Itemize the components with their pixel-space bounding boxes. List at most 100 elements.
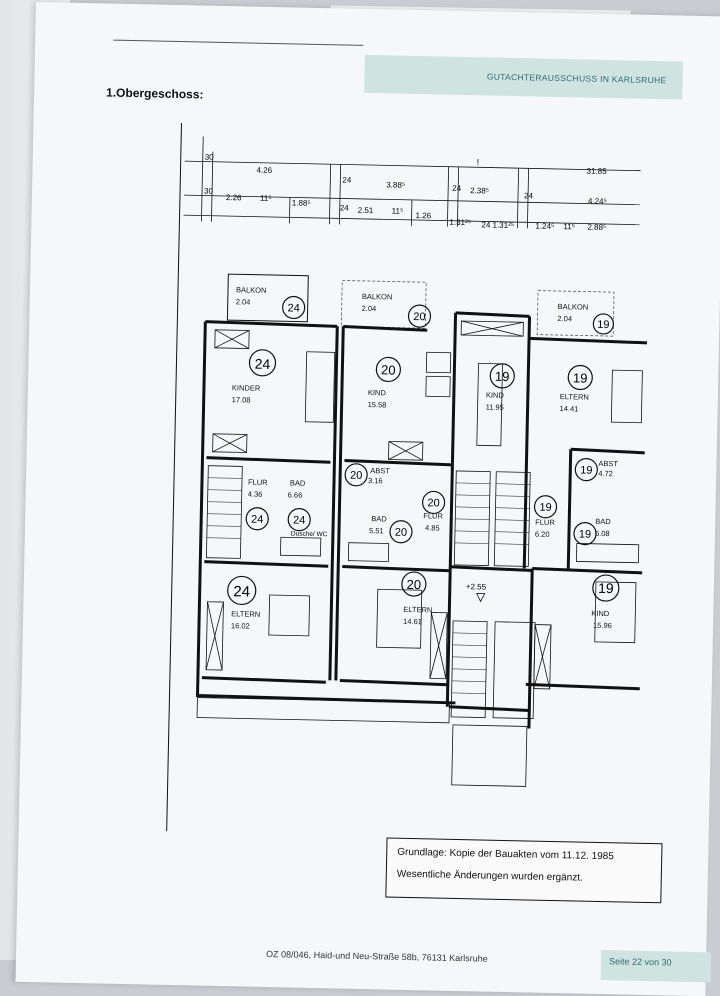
dim-r2-p: 11⁵ [563, 222, 575, 231]
dim-r2-g: 11⁵ [392, 206, 404, 215]
unit-number: 19 [579, 528, 591, 540]
unit-number: 20 [350, 470, 362, 482]
dim-r2-l: 4.24⁵ [588, 197, 607, 206]
plan-frame-left [166, 123, 182, 831]
room-name: ELTERN [231, 609, 260, 619]
dim-r2-h: 1.26 [416, 211, 432, 220]
room-area: 4.85 [425, 523, 440, 532]
room-name: ABST [370, 466, 390, 475]
window-markers [205, 320, 552, 690]
dim-r2-j: 2.38⁵ [470, 186, 489, 195]
dim-r2-o: 1.24⁵ [535, 222, 554, 231]
room-area: 4.72 [598, 469, 613, 478]
dim-r2-c: 11⁵ [260, 194, 272, 203]
page-number-tab: Seite 22 von 30 [600, 950, 712, 983]
room-name: KIND [486, 391, 505, 400]
unit-number: 20 [413, 311, 425, 323]
room-area: 17.08 [232, 395, 251, 404]
room-name: BAD [595, 517, 611, 526]
note-line-1: Grundlage: Kopie der Bauakten vom 11.12.… [397, 846, 614, 863]
header-banner: GUTACHTERAUSSCHUSS IN KARLSRUHE [364, 54, 683, 100]
unit-number: 24 [255, 356, 271, 372]
room-area: 2.04 [557, 314, 572, 323]
stair-arrow-icon [476, 592, 486, 603]
header-rule [113, 39, 364, 46]
document-page: GUTACHTERAUSSCHUSS IN KARLSRUHE 1.Oberge… [15, 2, 720, 996]
unit-number: 24 [293, 514, 305, 526]
room-area: 2.04 [236, 297, 251, 306]
dim-r1-c: 24 [342, 175, 352, 184]
dim-r2-b: 2.26 [226, 193, 242, 202]
room-name: BALKON [236, 285, 267, 295]
unit-number: 20 [427, 497, 439, 509]
dim-r2-i: 24 [452, 184, 462, 193]
room-name: FLUR [248, 478, 268, 487]
dim-r2-m: 1.31²⁵ [449, 218, 471, 227]
room-name: KIND [368, 388, 387, 397]
room-area: 3.16 [368, 476, 383, 485]
unit-number: 19 [495, 369, 510, 384]
room-area: 6.66 [288, 490, 303, 499]
room-name: FLUR [423, 511, 443, 520]
page-number: Seite 22 von 30 [608, 956, 672, 968]
room-area: 5.51 [369, 526, 384, 535]
dim-r2-e: 24 [340, 203, 350, 212]
dim-r1-f: 31.85 [586, 167, 607, 176]
dusche-wc-label: Dusche/ WC [291, 530, 328, 538]
room-area: 15.58 [368, 400, 387, 409]
dim-r2-q: 2.88⁵ [587, 223, 606, 232]
room-area: 14.41 [560, 404, 579, 413]
stair-treads [206, 477, 531, 694]
room-name: BALKON [362, 292, 393, 302]
room-area: 14.61 [403, 617, 422, 626]
room-area: 6.08 [595, 529, 610, 538]
room-name: ELTERN [403, 605, 432, 615]
dim-r2-k: 24 [524, 191, 534, 200]
unit-number: 20 [395, 527, 407, 539]
dim-r2-f: 2.51 [358, 206, 374, 215]
source-note: Grundlage: Kopie der Bauakten vom 11.12.… [385, 837, 663, 904]
unit-number: 19 [539, 502, 551, 514]
room-area: 4.36 [248, 490, 263, 499]
unit-number: 19 [573, 370, 588, 385]
room-area: 2.04 [362, 304, 377, 313]
unit-badges: 24 20 19 24 20 19 19 20 19 24 24 20 20 1… [227, 295, 620, 606]
unit-number: 20 [406, 577, 421, 592]
room-name: BAD [371, 514, 387, 523]
room-name: BALKON [558, 302, 589, 312]
room-area: 11.95 [486, 403, 504, 412]
unit-number: 24 [287, 302, 299, 314]
header-org-name: GUTACHTERAUSSCHUSS IN KARLSRUHE [486, 71, 667, 86]
unit-number: 20 [381, 362, 396, 377]
dim-r2-d: 1.88⁵ [292, 198, 311, 207]
stair-level: +2.55 [466, 582, 487, 591]
unit-number: 24 [251, 514, 263, 526]
balcony-24 [226, 273, 309, 323]
room-area: 15.96 [593, 621, 612, 630]
room-name: KIND [591, 609, 610, 618]
room-name: ELTERN [560, 392, 589, 402]
room-area: 16.02 [231, 621, 250, 630]
stair-blocks [205, 465, 536, 719]
unit-number: 19 [598, 580, 614, 596]
dim-r1-d: 3.88⁵ [386, 180, 405, 189]
balcony-19 [536, 290, 615, 337]
dim-r1-a: 30 [205, 153, 215, 162]
room-name: BAD [290, 478, 306, 487]
unit-number: 19 [597, 319, 609, 331]
note-line-2: Wesentliche Änderungen wurden ergänzt. [396, 868, 583, 884]
dim-r2-n: 24 1.31²⁵ [481, 220, 514, 230]
facade-strip [196, 697, 528, 787]
unit-number: 19 [580, 465, 592, 477]
furniture [268, 351, 643, 649]
dim-r2-a: 30 [204, 187, 214, 196]
unit-number: 24 [233, 583, 250, 600]
room-name: ABST [598, 459, 618, 468]
floor-title: 1.Obergeschoss: [105, 85, 204, 102]
footer-address: OZ 08/046, Haid-und Neu-Straße 58b, 7613… [266, 949, 488, 964]
room-area: 6.20 [535, 530, 550, 539]
dimension-line-1 [184, 160, 641, 172]
room-name: FLUR [535, 518, 555, 527]
floor-plan: 30 4.26 24 3.88⁵ ! 31.85 30 2.26 11⁵ 1.8… [166, 123, 648, 831]
room-name: KINDER [232, 383, 261, 393]
